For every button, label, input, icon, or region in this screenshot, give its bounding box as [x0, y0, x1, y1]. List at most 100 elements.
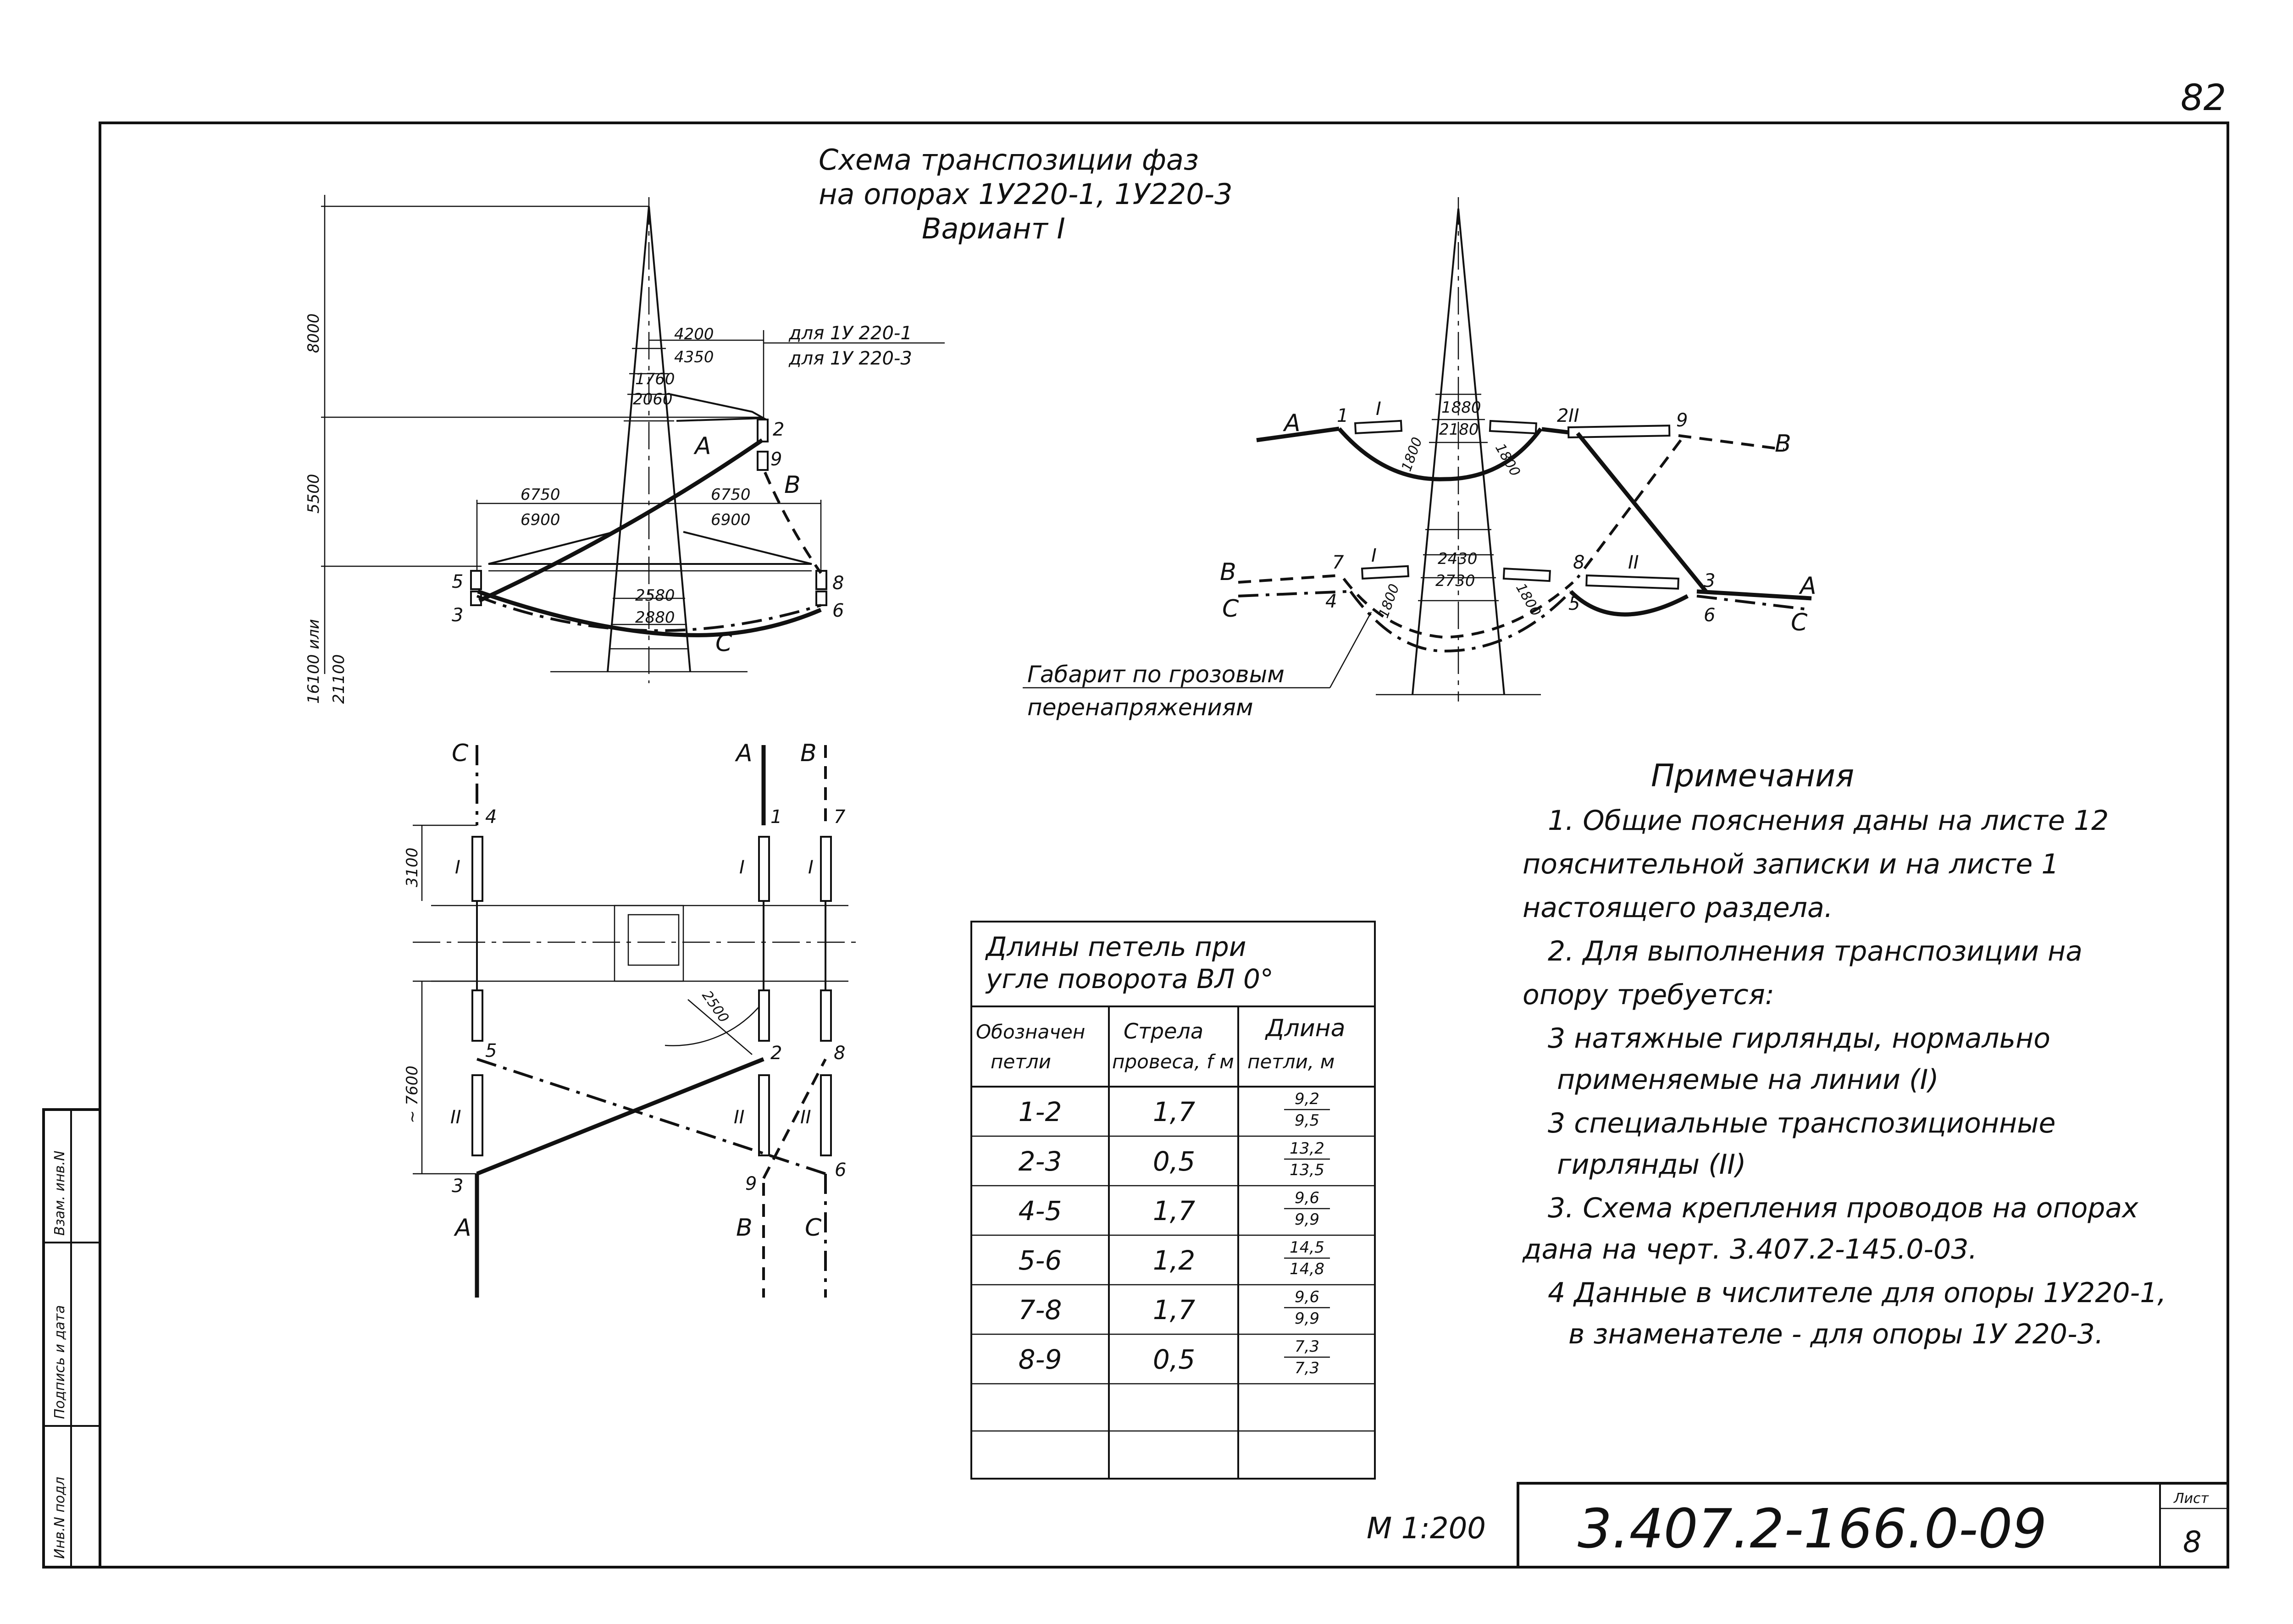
plan-roman-top-c: I — [455, 857, 460, 878]
note-line-7: применяемые на линии (I) — [1557, 1064, 1939, 1096]
lt-point-6: 6 — [832, 600, 844, 621]
plan-point-6: 6 — [835, 1160, 846, 1181]
rt-loop-dim-4: 1800 — [1512, 581, 1544, 619]
note-line-4: 2. Для выполнения транспозиции на — [1548, 935, 2083, 967]
lt-phase-b: В — [784, 471, 801, 499]
table-header-length-1: Длина — [1265, 1015, 1346, 1042]
row-3-len-num: 9,6 — [1295, 1189, 1319, 1207]
dim-top-height: 8000 — [305, 313, 323, 353]
plan-roman-bottom-a: II — [450, 1107, 461, 1128]
plan-phase-bottom-c: С — [805, 1214, 822, 1242]
table-row: 8-9 0,5 7,3 7,3 — [1019, 1337, 1330, 1377]
rt-phase-right-a: А — [1799, 572, 1817, 600]
note-line-5: опору требуется: — [1523, 979, 1774, 1011]
rt-point-4: 4 — [1325, 591, 1337, 612]
row-5-len-num: 9,6 — [1295, 1288, 1319, 1306]
row-4-len-den: 14,8 — [1290, 1260, 1324, 1278]
rt-loop-dim-3: 1800 — [1376, 582, 1403, 620]
rt-point-3: 3 — [1704, 570, 1715, 591]
plan-dim-top: 3100 — [403, 847, 421, 887]
note-line-10: 3. Схема крепления проводов на опорах — [1548, 1192, 2138, 1224]
plan-point-5: 5 — [485, 1040, 497, 1061]
rt-phase-right-b: В — [1775, 430, 1791, 458]
left-tower: 8000 5500 16100 или 21100 4200 4350 1760… — [305, 195, 945, 704]
plan-phase-top-a: А — [735, 740, 753, 767]
table-header-sag-2: провеса, f м — [1112, 1050, 1234, 1073]
note-line-8: 3 специальные транспозиционные — [1548, 1107, 2055, 1139]
rt-point-2: 2 — [1557, 405, 1568, 426]
rt-point-8: 8 — [1573, 552, 1584, 573]
row-1-sag: 1,7 — [1153, 1096, 1195, 1127]
dim-bottom-height: 16100 или — [305, 619, 323, 704]
rt-loop-dim-1: 1800 — [1399, 435, 1426, 474]
lt-point-9: 9 — [770, 449, 782, 470]
row-2-loop: 2-3 — [1019, 1146, 1062, 1177]
side-strip: Инв.N подл Подпись и дата Взам. инв.N — [42, 1108, 101, 1569]
table-title-line-1: Длины петель при — [985, 931, 1246, 962]
rt-phase-left-a: А — [1283, 409, 1301, 437]
note-line-1: 1. Общие пояснения даны на листе 12 — [1548, 805, 2109, 837]
side-strip-replace: Взам. инв.N — [52, 1151, 68, 1236]
row-1-loop: 1-2 — [1019, 1096, 1062, 1127]
plan-point-1: 1 — [770, 806, 782, 828]
plan-radius: 2500 — [698, 988, 731, 1026]
dim-upper-arm-3: 4350 — [674, 348, 714, 366]
title-stamp: М 1:200 3.407.2-166.0-09 Лист 8 — [1367, 1482, 2229, 1569]
dim-right-arm-3: 6900 — [711, 511, 751, 529]
dim-right-arm-1: 6750 — [711, 486, 751, 504]
row-5-len-den: 9,9 — [1295, 1309, 1319, 1328]
plan-phase-bottom-b: В — [736, 1214, 753, 1242]
row-2-len-den: 13,5 — [1290, 1161, 1324, 1179]
plan-view: 2500 3100 ~ 7600 С — [403, 740, 862, 1298]
note-line-12: 4 Данные в числителе для опоры 1У220-1, — [1548, 1277, 2166, 1309]
rt-callout-line-1: Габарит по грозовым — [1027, 661, 1285, 688]
row-1-len-num: 9,2 — [1295, 1090, 1319, 1108]
note-line-6: 3 натяжные гирлянды, нормально — [1548, 1022, 2050, 1055]
plan-point-3: 3 — [452, 1176, 463, 1197]
rt-phase-left-c: С — [1222, 595, 1239, 623]
note-line-13: в знаменателе - для опоры 1У 220-3. — [1568, 1318, 2104, 1350]
plan-phase-top-b: В — [800, 740, 817, 767]
dim-lower-width-1: 2580 — [635, 586, 675, 605]
rt-point-9: 9 — [1676, 410, 1688, 431]
lt-phase-c: С — [715, 630, 732, 657]
row-6-len-num: 7,3 — [1295, 1337, 1319, 1356]
plan-point-7: 7 — [834, 806, 846, 828]
sheet-frame — [99, 122, 2229, 1569]
row-2-len-num: 13,2 — [1290, 1139, 1324, 1158]
drawing-code: 3.407.2-166.0-09 — [1578, 1497, 2047, 1560]
note-line-3: настоящего раздела. — [1523, 892, 1833, 924]
table-header-sag-1: Стрела — [1124, 1019, 1203, 1044]
table-row: 4-5 1,7 9,6 9,9 — [1019, 1189, 1330, 1229]
title-line-1: Схема транспозиции фаз — [819, 143, 1199, 177]
row-5-sag: 1,7 — [1153, 1294, 1195, 1326]
rt-phase-right-c: С — [1791, 609, 1808, 636]
table-header-length-2: петли, м — [1247, 1050, 1335, 1073]
title-line-3: Вариант I — [922, 212, 1065, 245]
rt-roman-1: I — [1376, 398, 1381, 420]
lt-point-2: 2 — [773, 419, 784, 440]
plan-point-4: 4 — [485, 806, 497, 828]
diagram-title: Схема транспозиции фаз на опорах 1У220-1… — [819, 143, 1233, 245]
dim-mid-height: 5500 — [305, 474, 323, 514]
sheet-number: 8 — [2183, 1525, 2202, 1559]
note-line-9: гирлянды (II) — [1557, 1149, 1746, 1181]
plan-dim-bottom: ~ 7600 — [403, 1066, 421, 1123]
lt-point-5: 5 — [452, 571, 463, 592]
table-row: 5-6 1,2 14,5 14,8 — [1019, 1238, 1330, 1278]
rt-roman-3: I — [1371, 545, 1377, 566]
rt-lower-width-b: 2730 — [1435, 572, 1475, 590]
notes-block: Примечания 1. Общие пояснения даны на ли… — [1522, 758, 2166, 1350]
side-strip-sign: Подпись и дата — [52, 1305, 68, 1420]
row-6-len-den: 7,3 — [1295, 1359, 1319, 1377]
rt-upper-width-a: 1880 — [1441, 398, 1481, 417]
row-5-loop: 7-8 — [1019, 1294, 1062, 1326]
rt-phase-left-b: В — [1220, 558, 1236, 586]
dim-left-arm-3: 6900 — [521, 511, 560, 529]
table-header-loop-1: Обозначен — [976, 1021, 1085, 1043]
side-strip-inv: Инв.N подл — [52, 1477, 68, 1559]
row-2-sag: 0,5 — [1153, 1146, 1195, 1177]
plan-phase-bottom-a: А — [454, 1214, 471, 1242]
title-line-2: на опорах 1У220-1, 1У220-3 — [819, 177, 1233, 211]
